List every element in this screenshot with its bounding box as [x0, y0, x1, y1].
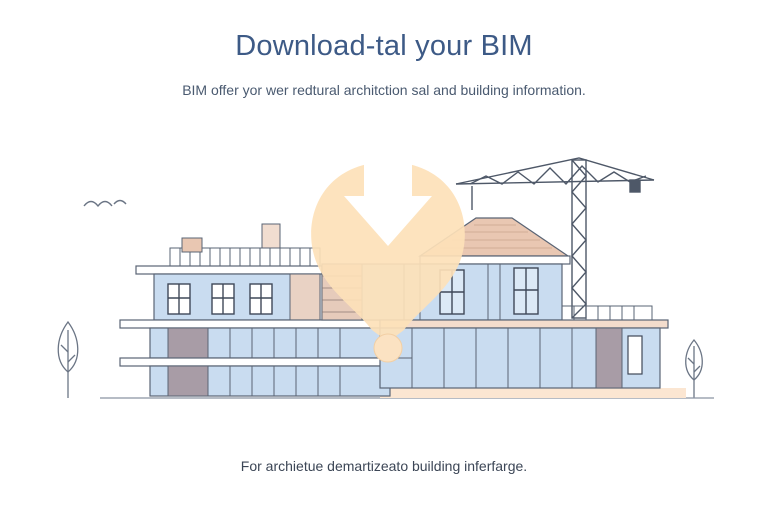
birds-icon [83, 199, 127, 208]
page-title: Download-tal your BIM [235, 30, 533, 62]
building-illustration [57, 156, 714, 399]
left-building-block [119, 223, 391, 397]
footer-caption: For archietue demartizeato building infe… [240, 458, 528, 474]
tree-left-icon [57, 320, 79, 398]
page-subtitle: BIM offer yor wer redtural architction s… [182, 82, 586, 98]
tree-right-icon [685, 338, 703, 398]
crane-icon [455, 157, 655, 319]
download-pin-icon [311, 156, 465, 363]
